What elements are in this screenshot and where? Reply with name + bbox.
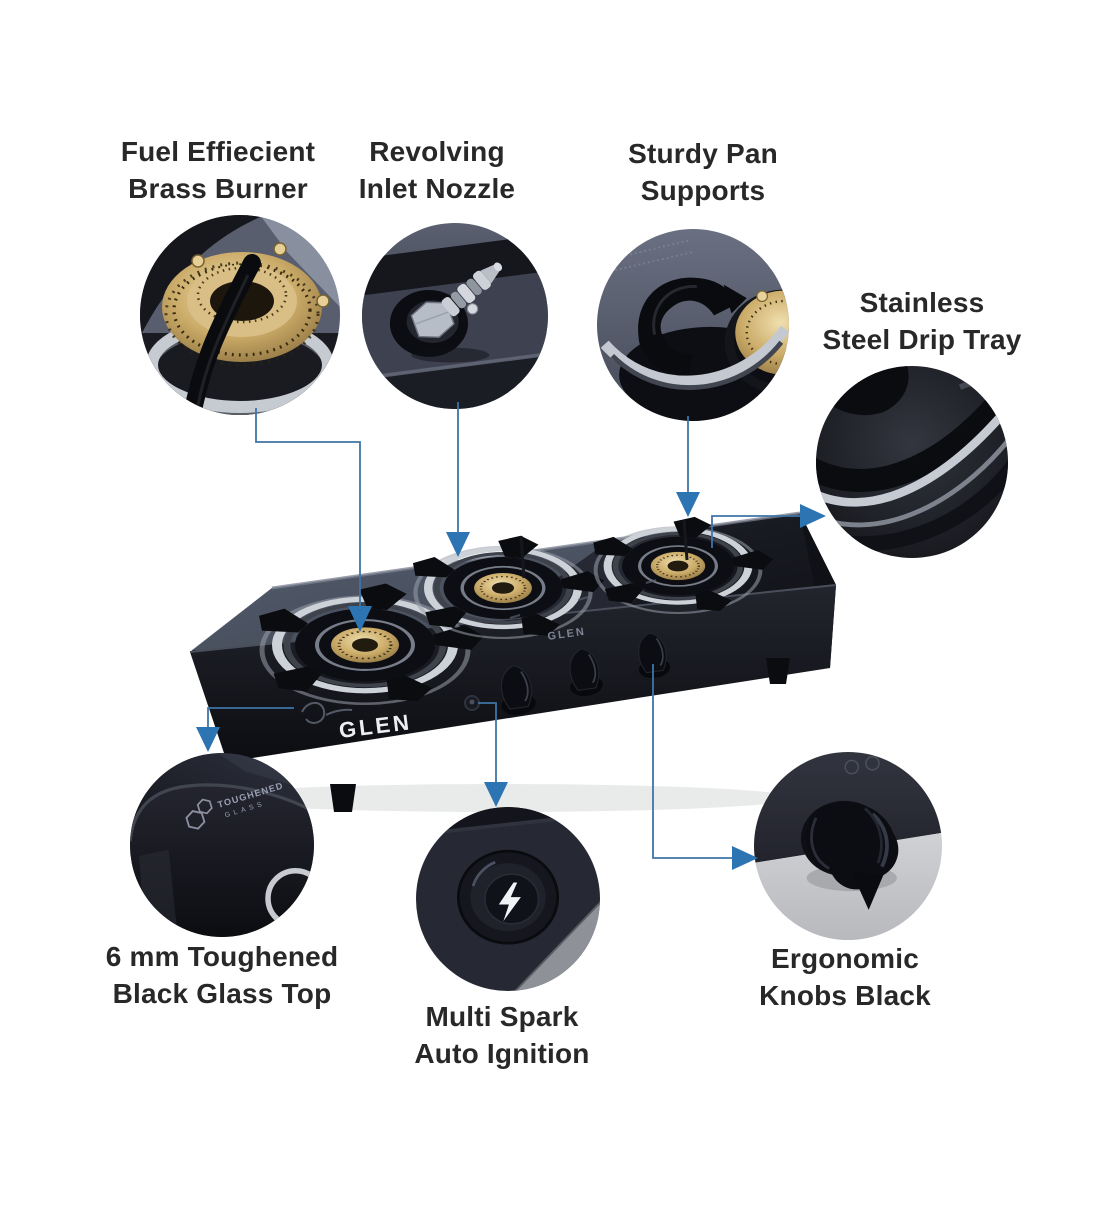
label-line: 6 mm Toughened — [105, 941, 339, 972]
label-drip-tray: Stainless Steel Drip Tray — [762, 284, 1082, 358]
drip-tray-photo — [816, 366, 1008, 558]
spark-electrode — [519, 535, 526, 579]
label-pan-supports: Sturdy Pan Supports — [543, 135, 863, 209]
panel-flame-icons — [844, 755, 880, 775]
label-brass-burner: Fuel Effiecient Brass Burner — [58, 133, 378, 207]
label-knobs: Ergonomic Knobs Black — [685, 940, 1005, 1014]
ribbed-nozzle — [441, 262, 503, 317]
callout-circle-brass-burner — [140, 215, 340, 415]
label-line: Inlet Nozzle — [358, 173, 516, 204]
label-line: Supports — [640, 175, 766, 206]
pan-support-hook — [638, 277, 747, 376]
warranty-script-mark — [301, 701, 353, 724]
label-line: Stainless — [859, 287, 985, 318]
burner-pegs — [191, 242, 330, 308]
callout-circle-auto-ignition — [416, 807, 600, 991]
label-line: Multi Spark — [425, 1001, 579, 1032]
brass-burner-photo — [140, 215, 340, 415]
spark-electrode — [682, 519, 689, 561]
label-glass-top: 6 mm Toughened Black Glass Top — [62, 938, 382, 1012]
label-line: Auto Ignition — [414, 1038, 590, 1069]
glass-top-photo: TOUGHENED GLASS — [130, 753, 314, 937]
label-line: Brass Burner — [128, 173, 308, 204]
callout-circle-inlet-nozzle — [362, 223, 548, 409]
pan-support-photo — [597, 229, 789, 421]
callout-circle-knob — [754, 752, 942, 940]
callout-circle-glass-top: TOUGHENED GLASS — [130, 753, 314, 937]
label-line: Steel Drip Tray — [822, 324, 1022, 355]
inlet-nozzle-photo — [362, 223, 548, 409]
callout-circle-drip-tray — [816, 366, 1008, 558]
knob-closeup — [801, 800, 899, 910]
knob-photo — [754, 752, 942, 940]
lightning-bolt-icon — [498, 882, 521, 922]
label-line: Revolving — [369, 136, 505, 167]
glass-burner-marks — [509, 579, 657, 619]
hex-nut — [410, 301, 455, 338]
label-line: Knobs Black — [759, 980, 931, 1011]
label-line: Fuel Effiecient — [120, 136, 316, 167]
label-line: Sturdy Pan — [628, 138, 778, 169]
auto-ignition-photo — [416, 807, 600, 991]
label-line: Black Glass Top — [112, 978, 332, 1009]
stove-illustration: GLEN GLEN — [189, 498, 837, 812]
label-line: Ergonomic — [770, 943, 920, 974]
callout-circle-pan-supports — [597, 229, 789, 421]
label-inlet-nozzle: Revolving Inlet Nozzle — [277, 133, 597, 207]
glass-brand-print: GLEN — [547, 626, 587, 643]
label-auto-ignition: Multi Spark Auto Ignition — [342, 998, 662, 1072]
ignition-button — [464, 695, 480, 711]
